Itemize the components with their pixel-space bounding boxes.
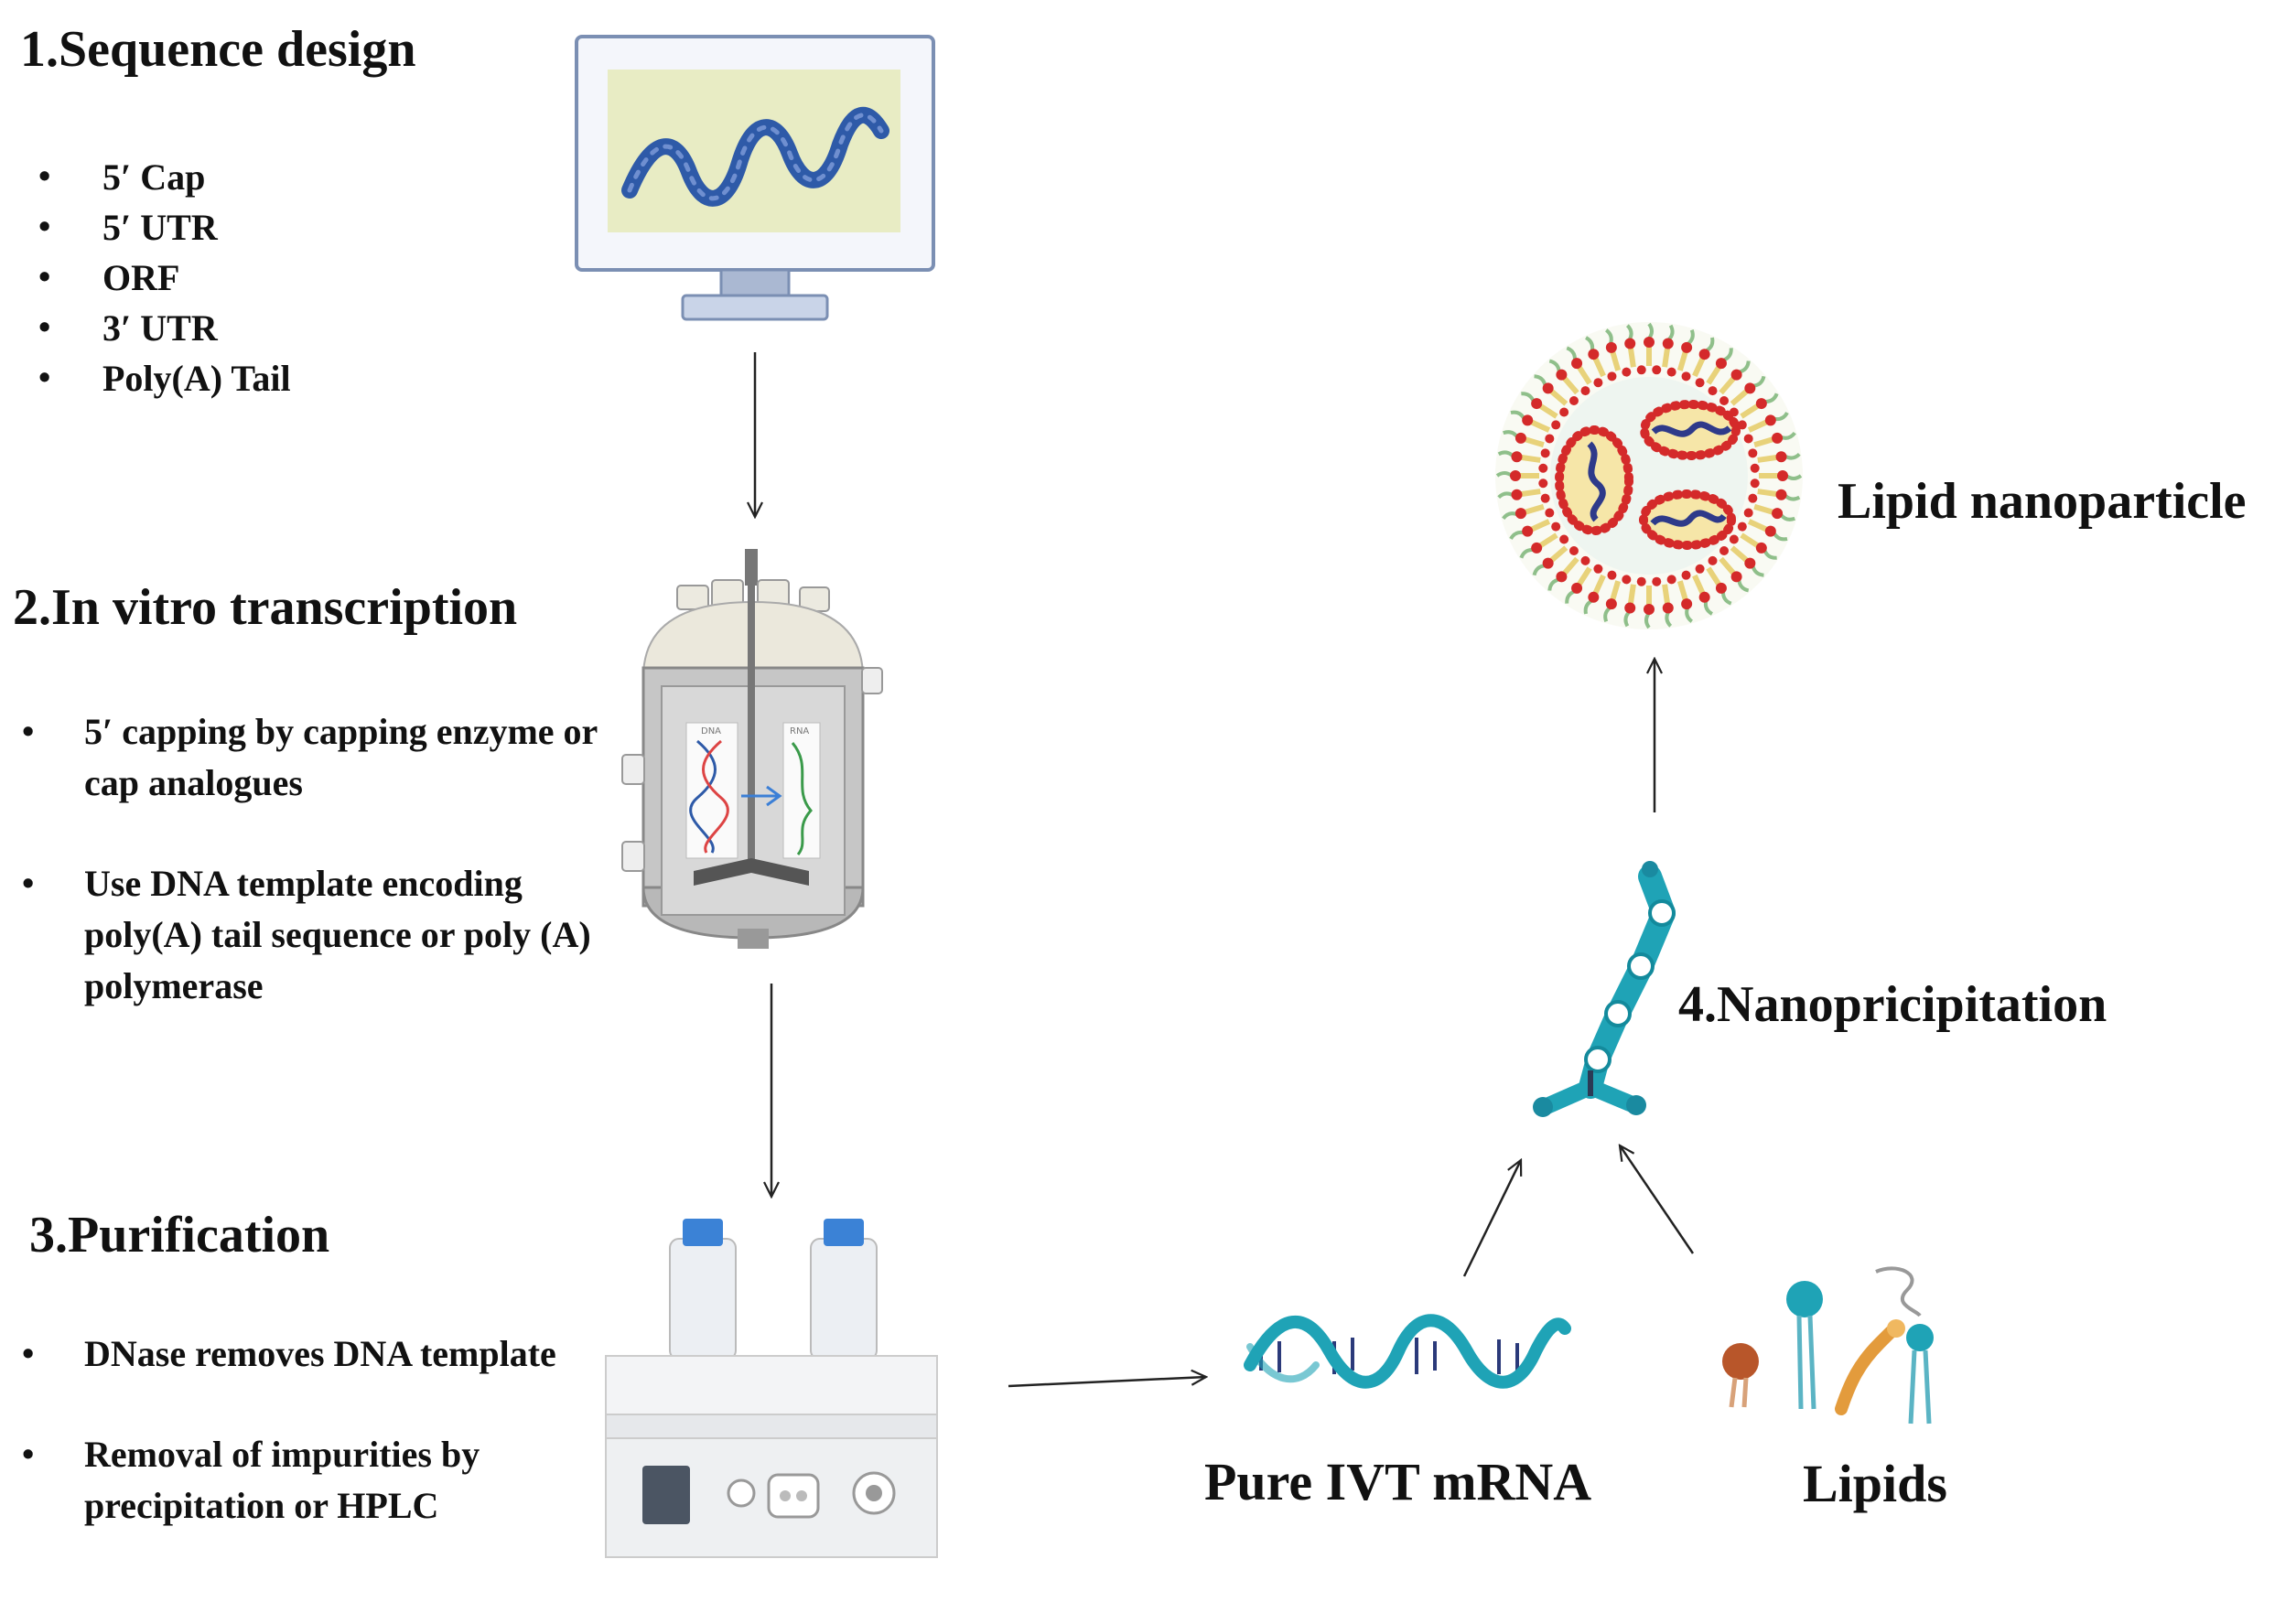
mrna-strand-icon [1244,1314,1571,1389]
lipids-label: Lipids [1803,1454,1947,1513]
bullet-polya-template: Use DNA template encoding poly(A) tail s… [22,858,608,1012]
lipid-molecules-icon [1722,1266,1934,1425]
lnp-label: Lipid nanoparticle [1838,473,2247,530]
lipid-nanoparticle-icon [1495,322,1803,629]
step2-bullets: 5′ capping by capping enzyme or cap anal… [22,706,608,1012]
bullet-orf: ORF [38,253,423,303]
bullet-3utr: 3′ UTR [38,303,423,353]
lnp-core-micelles [1555,400,1741,550]
bullet-impurities: Removal of impurities by precipitation o… [22,1429,589,1532]
arrow-mrna-to-mixer [1462,1160,1521,1277]
bullet-capping: 5′ capping by capping enzyme or cap anal… [22,706,608,809]
arrow-3-to-mrna [1008,1377,1206,1388]
step3-title: 3.Purification [29,1207,330,1263]
bullet-dnase: DNase removes DNA template [22,1328,589,1380]
bullet-5cap: 5′ Cap [38,152,423,202]
bullet-5utr: 5′ UTR [38,202,423,253]
bullet-polya: Poly(A) Tail [38,353,423,403]
step4-title: 4.Nanopricipitation [1678,976,2107,1033]
arrow-lipids-to-mixer [1620,1145,1695,1254]
computer-monitor-icon [575,35,935,321]
mrna-label: Pure IVT mRNA [1204,1452,1592,1511]
step2-title: 2.In vitro transcription [13,579,518,636]
mixer-chip-icon [1533,861,1676,1117]
bioreactor-icon: DNA RNA [621,549,883,949]
dna-panel-label: DNA [701,726,721,736]
rna-panel-label: RNA [790,726,809,736]
hplc-instrument-icon [605,1219,938,1558]
step1-title: 1.Sequence design [20,21,416,78]
step3-bullets: DNase removes DNA template Removal of im… [22,1328,589,1532]
step1-bullets: 5′ Cap 5′ UTR ORF 3′ UTR Poly(A) Tail [38,152,423,403]
lnp-inner-ring [1510,337,1788,615]
